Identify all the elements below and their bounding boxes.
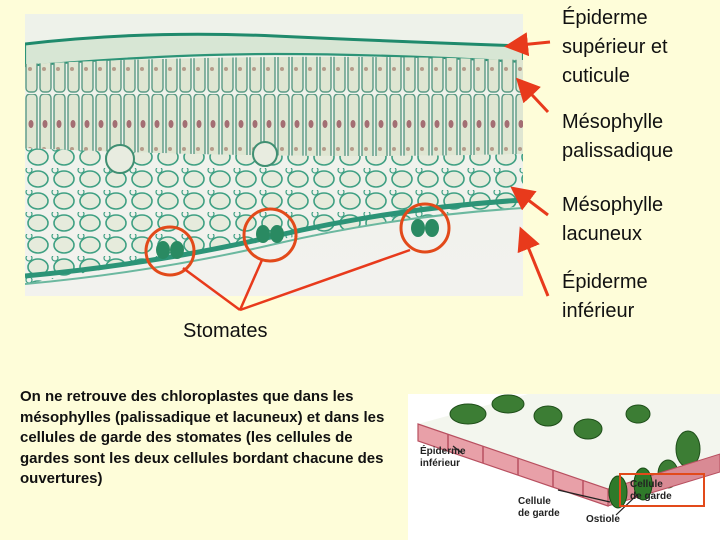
chloroplast-note: On ne retrouve des chloroplastes que dan… [20, 388, 385, 487]
label-palisade-mesophyll: Mésophylle palissadique [562, 111, 674, 162]
diagram-label-guard-cell-boxed: Cellule de garde [630, 479, 672, 502]
label-lower-epidermis: Épiderme inférieur [562, 271, 648, 322]
label-stomata: Stomates [183, 320, 268, 342]
diagram-label-lower-epidermis: Épiderme inférieur [420, 444, 468, 469]
label-upper-epidermis: Épiderme supérieur et cuticule [562, 7, 668, 87]
arrow-palisade [515, 77, 550, 114]
label-spongy-mesophyll: Mésophylle lacuneux [562, 194, 664, 245]
diagram-label-guard-cell: Cellule de garde [518, 496, 560, 519]
lower-epidermis-3d-diagram: Épiderme inférieur Cellule de garde Osti… [408, 394, 720, 540]
leaf-cross-section-micrograph [25, 14, 523, 296]
guard-cell-box [619, 473, 705, 507]
diagram-label-ostiole: Ostiole [586, 514, 620, 525]
arrow-lower-epidermis [517, 226, 550, 297]
guard-cell-shape [608, 475, 628, 509]
